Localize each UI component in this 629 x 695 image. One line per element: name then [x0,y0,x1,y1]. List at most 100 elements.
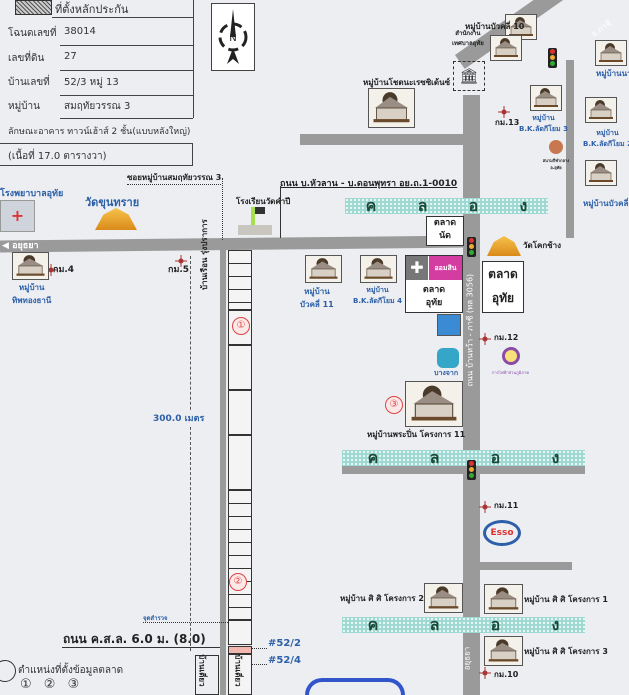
label-line: หมู่บ้าน [596,129,619,137]
pea-icon [502,347,520,365]
market-marker-1: ① [232,317,250,335]
canal-letter: ล [429,614,440,634]
label-line: B.K.ลัดกีโยม 2 [583,140,629,148]
village-phraphin-label: หมู่บ้านพระปิ่น โครงการ 11 [367,430,466,439]
market-legend-markers: ① ② ③ [20,677,79,692]
village-house-icon [305,255,342,283]
village-sisi2-label: หมู่บ้าน ศิ ศิ โครงการ 2 [340,594,424,603]
village-bua11-label: หมู่บ้านบัวคลี่ 11 [300,285,334,311]
wat-khok-chang-label: วัดโคกช้าง [523,241,562,250]
village-house-icon [585,160,617,186]
market-uthai-label: อุทัย [491,291,515,305]
lot-block [228,435,252,490]
lot-52-2-label: #52/2 [268,638,301,649]
village-sisi3-label: หมู่บ้าน ศิ ศิ โครงการ 3 [524,647,608,656]
village-house-icon [490,35,522,61]
branch-road [566,60,574,238]
village-sisi1-label: หมู่บ้าน ศิ ศิ โครงการ 1 [524,595,608,604]
hospital-icon: + [0,200,35,232]
house-no-value: 52/3 หมู่ 13 [64,77,119,88]
village-house-icon [405,381,463,427]
wat-khun-sai-label: วัดขุนทราย [85,196,140,209]
canal-letter: ง [519,195,528,215]
traffic-light-icon [548,48,557,68]
deed-value: 38014 [64,26,96,37]
km-post-icon [479,330,491,345]
canal-letter: อ [490,614,501,634]
legend-marker: ③ [67,677,80,692]
village-value: สมฤทัยวรรณ 3 [64,101,131,112]
canal-letter: ล [429,447,440,467]
soi-road [220,248,226,695]
km-post-icon [479,498,491,513]
label-line: B.K.ลัดกีโยม 4 [353,297,402,305]
canal-north: คลอง [345,196,548,215]
km-11-label: กม.11 [494,501,519,510]
south-direction-label: อยุธยา [462,646,472,671]
school-label: โรงเรียนวัดคำปี [236,197,291,206]
village-house-icon [368,88,415,128]
legend-divider [60,95,193,96]
canal-letter: ล [417,195,428,215]
village-house-icon [484,584,523,614]
market-nat-label: ตลาด [433,218,457,228]
soi-pointer [222,178,223,240]
village-bk2-label: หมู่บ้าน B.K.ลัดกีโยม 2 [583,128,629,150]
market-nat-label: นัด [439,231,451,241]
bottom-lot-label: บ้านเดี่ยว [197,654,207,687]
deed-label: โฉนดเลขที่ [8,28,57,39]
pharmacy-cross-icon: ✚ [406,256,428,280]
canal-letter: ง [551,447,560,467]
village-house-icon [360,255,397,283]
canal-south: คลอง [342,615,585,634]
concrete-road-pointer [62,647,220,648]
temple-icon [487,236,521,256]
collateral-lot [228,646,252,654]
lot-pointer [252,664,267,665]
temple-icon [95,208,137,230]
lot-block [228,490,252,620]
market-uthai-left: ✚ ออมสิน ตลาด อุทัย [405,255,463,313]
lot-block [228,390,252,435]
highway-road [463,95,480,695]
main-road-label: ถนน บ.หัวลาน - บ.ดอนพุทรา อย.ถ.1-0010 [280,179,458,189]
stamp-seal [305,678,405,695]
canal-letter: ง [551,614,560,634]
survey-pointer [143,622,228,623]
village-buakhet10-label: หมู่บ้านบัวคลี่ 10 [465,22,525,31]
pea-label: การไฟฟ้าส่วนภูมิภาค [492,370,529,375]
village-house-icon [595,40,627,66]
legend-divider [60,70,193,71]
canal-middle: คลอง [342,448,585,467]
market-uthai-label: ตลาด [488,267,518,281]
bottom-lot-label: บ้านเดี่ยว [233,654,243,687]
main-road-pointer [280,186,281,238]
legend-divider [52,17,193,18]
km-5-label: กม.5 [168,265,190,275]
market-nat: ตลาดนัด [426,216,464,246]
label-line: หมู่บ้าน [304,287,330,296]
market-legend-label: ตำแหน่งที่ตั้งข้อมูลตลาด [18,665,124,676]
village-house-icon [424,583,463,613]
canal-letter: อ [490,447,501,467]
stadium-label: สนามกีฬากลาง อ.อุทัย [542,158,570,170]
side-road [480,562,572,570]
north-direction-label: อ.ภาชี [589,18,614,39]
label-line: หมู่บ้าน [532,114,555,122]
house-no-label: บ้านเลขที่ [8,77,50,88]
lot-block [228,620,252,645]
village-nam-label: หมู่บ้านนาด [596,69,629,78]
km-post-icon [175,252,187,267]
esso-icon: Esso [483,520,521,546]
municipal-office-icon: 🏛 [453,61,485,91]
market-marker-3: ③ [385,396,403,414]
canal-letter: ค [367,614,379,634]
km-4-label: กม.4 [53,265,75,275]
village-thip-label: หมู่บ้านทิพทองธานี [12,281,51,307]
km-12-label: กม.12 [494,333,519,342]
km-post-icon [479,664,491,679]
legend-panel: ที่ตั้งหลักประกัน โฉนดเลขที่ 38014 เลขที… [0,0,195,170]
legend-border [193,0,194,118]
